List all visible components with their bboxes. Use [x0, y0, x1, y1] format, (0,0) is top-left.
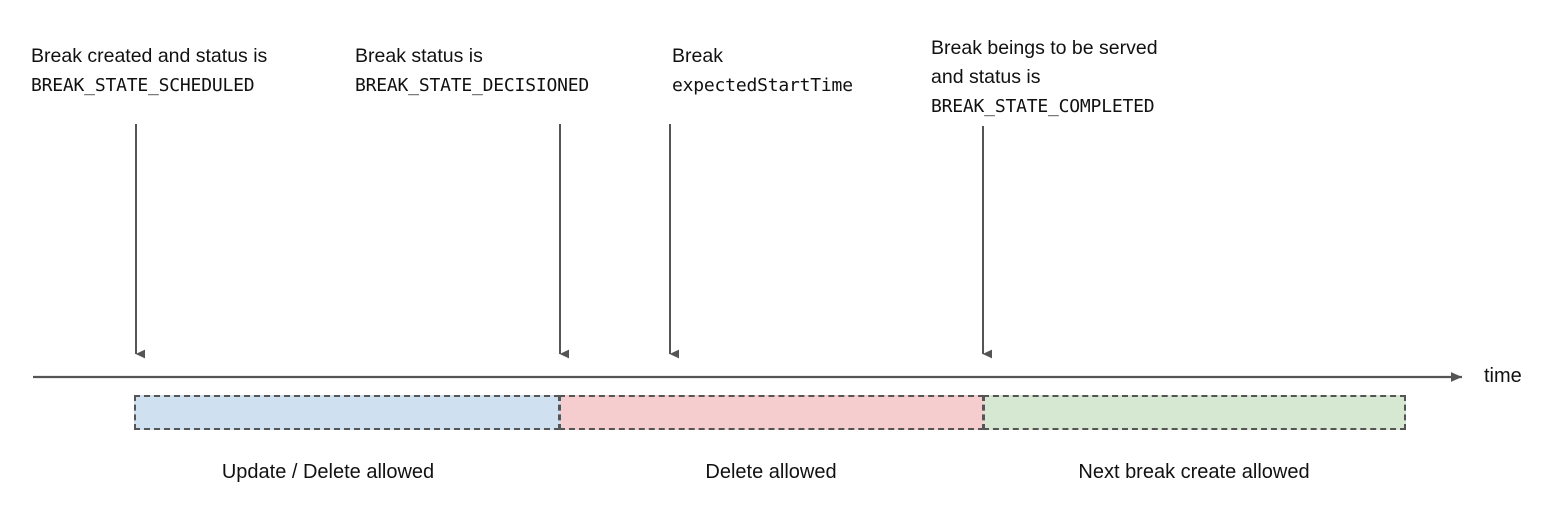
event-label-break-created-state: BREAK_STATE_SCHEDULED	[31, 75, 255, 96]
event-label-break-created-line1: Break created and status is	[31, 45, 268, 67]
event-label-break-created: Break created and status is BREAK_STATE_…	[31, 42, 267, 100]
event-label-expected-start-time: Break expectedStartTime	[672, 42, 853, 100]
phase-band-delete-only	[559, 395, 984, 430]
phase-label-delete-only: Delete allowed	[705, 461, 837, 483]
phase-band-update-delete	[134, 395, 560, 430]
event-label-break-decisioned: Break status is BREAK_STATE_DECISIONED	[355, 42, 589, 100]
phase-label-update-delete: Update / Delete allowed	[221, 461, 435, 483]
event-label-expected-start-time-field: expectedStartTime	[672, 75, 853, 96]
event-label-expected-start-time-line1: Break	[672, 45, 723, 67]
time-axis-label: time	[1484, 365, 1522, 387]
event-label-break-decisioned-line1: Break status is	[355, 45, 483, 67]
event-label-break-decisioned-state: BREAK_STATE_DECISIONED	[355, 75, 590, 96]
event-label-break-served-state: BREAK_STATE_COMPLETED	[931, 96, 1155, 117]
event-label-break-served: Break beings to be served and status is …	[931, 34, 1158, 121]
event-label-break-served-line1: Break beings to be served	[931, 37, 1158, 59]
phase-label-next-break: Next break create allowed	[1078, 461, 1310, 483]
event-label-break-served-line2: and status is	[931, 66, 1041, 88]
phase-band-next-break	[983, 395, 1406, 430]
